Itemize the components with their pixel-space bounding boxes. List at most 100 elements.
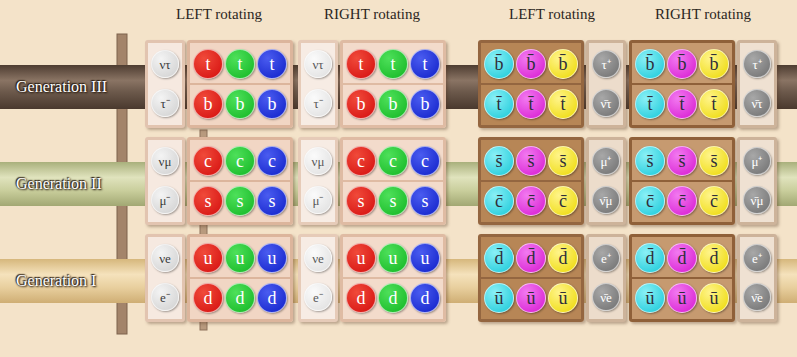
particle-symbol: ν̄τ (600, 97, 611, 110)
lepton-circle: τ⁻ (151, 89, 179, 117)
quark-circle: d (410, 283, 440, 313)
particle-symbol: c (268, 152, 276, 170)
particle-symbol: u (236, 249, 245, 267)
antiquark-circle: ū (667, 283, 697, 313)
quark-circle: u (257, 243, 287, 273)
quark-circle: u (378, 243, 408, 273)
antiquark-box: b̄b̄b̄t̄t̄t̄ (629, 40, 735, 128)
antiquark-circle: d̄ (484, 243, 514, 273)
particle-symbol: c̄ (495, 192, 503, 210)
particle-symbol: c̄ (710, 192, 718, 210)
quark-circle: c (257, 146, 287, 176)
particle-symbol: νe (312, 252, 324, 265)
quark-box: uuuddd (340, 234, 446, 322)
quark-circle: t (225, 49, 255, 79)
particle-symbol: c (357, 152, 365, 170)
antiquark-circle: d̄ (635, 243, 665, 273)
antiquark-circle: b̄ (484, 49, 514, 79)
particle-symbol: c̄ (527, 192, 535, 210)
particle-symbol: s̄ (559, 152, 566, 170)
particle-symbol: d̄ (678, 249, 687, 267)
particle-symbol: e⁺ (752, 252, 762, 265)
particle-symbol: μ⁺ (601, 155, 612, 168)
generation-label: Generation I (16, 272, 96, 290)
particle-symbol: ν̄μ (751, 194, 764, 207)
lepton-circle: ν̄μ (743, 186, 771, 214)
lepton-box: μ⁺ ν̄μ (586, 137, 626, 225)
particle-symbol: τ⁻ (160, 97, 169, 110)
quark-circle: t (193, 49, 223, 79)
particle-symbol: μ⁻ (160, 194, 171, 207)
particle-symbol: ν̄μ (600, 194, 613, 207)
quark-circle: b (346, 89, 376, 119)
quark-circle: b (225, 89, 255, 119)
particle-symbol: ū (527, 289, 536, 307)
particle-symbol: s̄ (646, 152, 653, 170)
particle-symbol: b (268, 95, 277, 113)
particle-symbol: t (237, 55, 242, 73)
quark-circle: d (193, 283, 223, 313)
antiquark-circle: d̄ (548, 243, 578, 273)
particle-symbol: s (204, 192, 211, 210)
quark-box: tttbbb (187, 40, 293, 128)
particle-symbol: t̄ (679, 95, 684, 113)
quark-circle: u (346, 243, 376, 273)
particle-symbol: c (389, 152, 397, 170)
quark-circle: u (410, 243, 440, 273)
particle-symbol: u (389, 249, 398, 267)
antiquark-circle: t̄ (667, 89, 697, 119)
particle-symbol: c̄ (559, 192, 567, 210)
antiquark-circle: d̄ (699, 243, 729, 273)
quark-circle: c (346, 146, 376, 176)
particle-symbol: τ⁺ (601, 58, 610, 71)
antiquark-circle: t̄ (516, 89, 546, 119)
lepton-circle: ν̄e (592, 283, 620, 311)
quark-circle: s (346, 186, 376, 216)
particle-symbol: ντ (159, 58, 170, 71)
quark-circle: b (378, 89, 408, 119)
column-header: RIGHT rotating (655, 6, 751, 23)
particle-symbol: u (268, 249, 277, 267)
lepton-circle: e⁻ (151, 283, 179, 311)
particle-symbol: e⁺ (601, 252, 611, 265)
lepton-box: νee⁻ (145, 234, 185, 322)
antiquark-circle: t̄ (548, 89, 578, 119)
antiquark-circle: s̄ (548, 146, 578, 176)
particle-symbol: s (268, 192, 275, 210)
particle-symbol: b (204, 95, 213, 113)
particle-symbol: b (421, 95, 430, 113)
generation-label: Generation III (16, 78, 107, 96)
particle-symbol: ντ (312, 58, 323, 71)
particle-symbol: b̄ (527, 55, 536, 73)
particle-symbol: t (205, 55, 210, 73)
particle-symbol: s̄ (495, 152, 502, 170)
particle-symbol: ū (710, 289, 719, 307)
antiquark-circle: s̄ (667, 146, 697, 176)
particle-symbol: ū (678, 289, 687, 307)
lepton-circle: μ⁺ (743, 147, 771, 175)
particle-symbol: u (357, 249, 366, 267)
particle-symbol: τ⁺ (752, 58, 761, 71)
quark-circle: t (346, 49, 376, 79)
particle-symbol: b̄ (678, 55, 687, 73)
antiquark-circle: s̄ (699, 146, 729, 176)
lepton-circle: ν̄μ (592, 186, 620, 214)
particle-symbol: s (421, 192, 428, 210)
particle-symbol: t̄ (711, 95, 716, 113)
antiquark-circle: c̄ (548, 186, 578, 216)
particle-symbol: b (236, 95, 245, 113)
quark-circle: b (257, 89, 287, 119)
antiquark-box: b̄b̄b̄t̄t̄t̄ (478, 40, 584, 128)
particle-symbol: t (390, 55, 395, 73)
quark-box: tttbbb (340, 40, 446, 128)
quark-circle: u (225, 243, 255, 273)
particle-symbol: ū (559, 289, 568, 307)
lepton-circle: τ⁺ (743, 50, 771, 78)
lepton-circle: τ⁺ (592, 50, 620, 78)
quark-circle: s (410, 186, 440, 216)
quark-circle: c (410, 146, 440, 176)
antiquark-circle: s̄ (635, 146, 665, 176)
antiquark-box: s̄s̄s̄c̄c̄c̄ (629, 137, 735, 225)
particle-symbol: b̄ (710, 55, 719, 73)
